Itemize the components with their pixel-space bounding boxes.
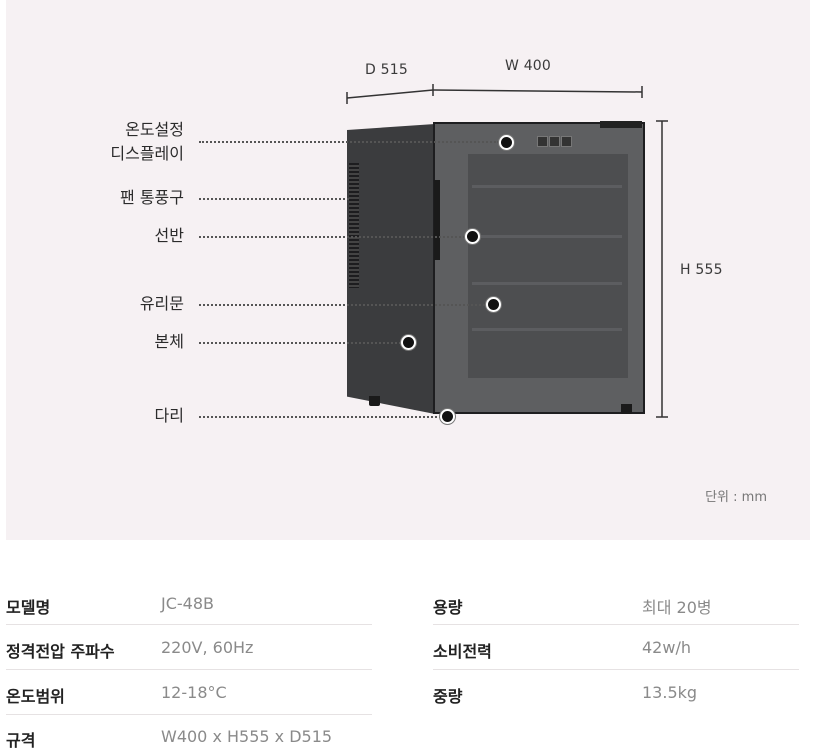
row-divider xyxy=(6,714,372,715)
spec-value: JC-48B xyxy=(161,594,214,613)
callout-leader-line xyxy=(199,141,499,143)
control-button xyxy=(549,136,560,147)
callout-leader-line xyxy=(199,342,401,344)
callout-label-display: 온도설정 디스플레이 xyxy=(110,120,184,163)
callout-marker xyxy=(486,297,501,312)
callout-label-leg: 다리 xyxy=(154,406,184,425)
spec-key: 소비전력 xyxy=(433,642,492,661)
depth-dimension: D 515 xyxy=(365,62,408,78)
shelf xyxy=(472,282,622,285)
callout-label-body: 본체 xyxy=(154,332,184,351)
fridge-leg xyxy=(621,404,632,414)
height-dimension: H 555 xyxy=(680,262,723,278)
callout-label-fan-vent: 팬 통풍구 xyxy=(120,188,184,207)
callout-marker xyxy=(465,229,480,244)
callout-marker xyxy=(499,135,514,150)
row-divider xyxy=(6,669,372,670)
spec-key: 용량 xyxy=(433,598,463,617)
spec-key: 정격전압 주파수 xyxy=(6,642,115,661)
fridge-body-side xyxy=(347,124,435,414)
shelf xyxy=(472,235,622,238)
callout-leader-line xyxy=(199,198,349,200)
row-divider xyxy=(433,624,799,625)
spec-value: 최대 20병 xyxy=(642,598,712,617)
door-handle xyxy=(434,180,440,260)
callout-marker xyxy=(440,409,455,424)
dimension-lines xyxy=(346,84,668,418)
spec-value: 12-18°C xyxy=(161,683,227,702)
spec-value: 13.5kg xyxy=(642,683,698,702)
unit-label: 단위 : mm xyxy=(705,490,767,505)
spec-value: 42w/h xyxy=(642,638,691,657)
spec-key: 중량 xyxy=(433,687,463,706)
callout-label-shelf: 선반 xyxy=(154,226,184,245)
spec-key: 규격 xyxy=(6,731,36,750)
callout-leader-line xyxy=(199,236,465,238)
spec-key: 온도범위 xyxy=(6,687,65,706)
width-dimension: W 400 xyxy=(505,58,552,74)
row-divider xyxy=(433,669,799,670)
glass-door xyxy=(468,154,628,378)
fan-vent xyxy=(349,163,359,288)
callout-marker xyxy=(401,335,416,350)
spec-key: 모델명 xyxy=(6,598,51,617)
row-divider xyxy=(6,624,372,625)
shelf xyxy=(472,185,622,188)
fridge-top-cap xyxy=(600,121,642,128)
spec-value: 220V, 60Hz xyxy=(161,638,254,657)
spec-value: W400 x H555 x D515 xyxy=(161,727,333,746)
callout-leader-line xyxy=(199,304,485,306)
control-button xyxy=(537,136,548,147)
callout-label-glass-door: 유리문 xyxy=(139,294,184,313)
callout-leader-line xyxy=(199,416,441,418)
fridge-leg xyxy=(369,396,380,406)
shelf xyxy=(472,328,622,331)
control-button xyxy=(561,136,572,147)
